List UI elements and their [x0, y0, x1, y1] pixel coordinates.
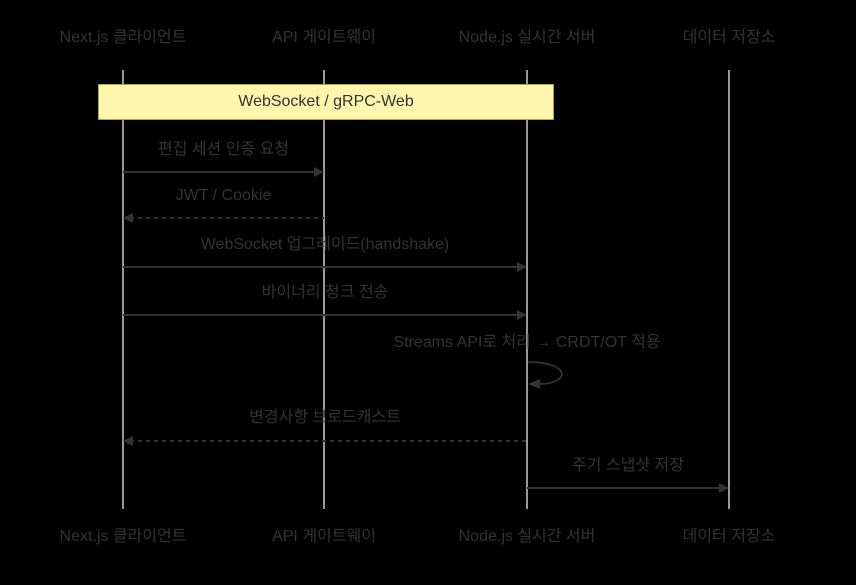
message-label-streams-crdt-text: Streams API로 처리 → CRDT/OT 적용 [393, 334, 661, 351]
lifeline-nextjs-client [122, 70, 124, 509]
participant-bottom-data-store: 데이터 저장소 [682, 528, 776, 545]
message-label-snapshot-save: 주기 스냅샷 저장 [572, 457, 684, 474]
participant-top-nextjs-client: Next.js 클라이언트 [59, 29, 187, 46]
message-line-ws-upgrade [123, 266, 520, 268]
participant-bottom-api-gateway: API 게이트웨이 [272, 528, 376, 545]
note-websocket-grpc: WebSocket / gRPC-Web [98, 84, 554, 120]
participant-top-data-store: 데이터 저장소 [682, 29, 776, 46]
message-label-ws-upgrade: WebSocket 업그레이드(handshake) [200, 236, 450, 253]
arrowhead-left-icon [123, 436, 133, 446]
participant-bottom-nextjs-client: Next.js 클라이언트 [59, 528, 187, 545]
lifeline-data-store [728, 70, 730, 509]
message-label-jwt-cookie: JWT / Cookie [175, 187, 272, 204]
message-label-auth-request: 편집 세션 인증 요청 [157, 141, 290, 158]
message-line-auth-request [123, 171, 317, 173]
participant-top-nodejs-server: Node.js 실시간 서버 [458, 29, 596, 46]
arrowhead-right-icon [517, 310, 527, 320]
message-label-binary-chunk: 바이너리 청크 전송 [261, 284, 389, 301]
lifeline-nodejs-server [526, 70, 528, 509]
arrowhead-left-icon [123, 213, 133, 223]
participant-bottom-nodejs-server: Node.js 실시간 서버 [458, 528, 596, 545]
arrowhead-right-icon [719, 483, 729, 493]
message-line-broadcast [130, 440, 527, 442]
lifeline-api-gateway [323, 70, 325, 509]
message-line-snapshot-save [527, 487, 722, 489]
message-line-jwt-cookie [130, 217, 324, 219]
arrowhead-right-icon [314, 167, 324, 177]
participant-top-api-gateway: API 게이트웨이 [272, 29, 376, 46]
message-label-broadcast: 변경사항 브로드캐스트 [249, 409, 401, 426]
arrowhead-right-icon [517, 262, 527, 272]
self-loop-arrow [527, 361, 563, 389]
message-line-binary-chunk [123, 314, 520, 316]
